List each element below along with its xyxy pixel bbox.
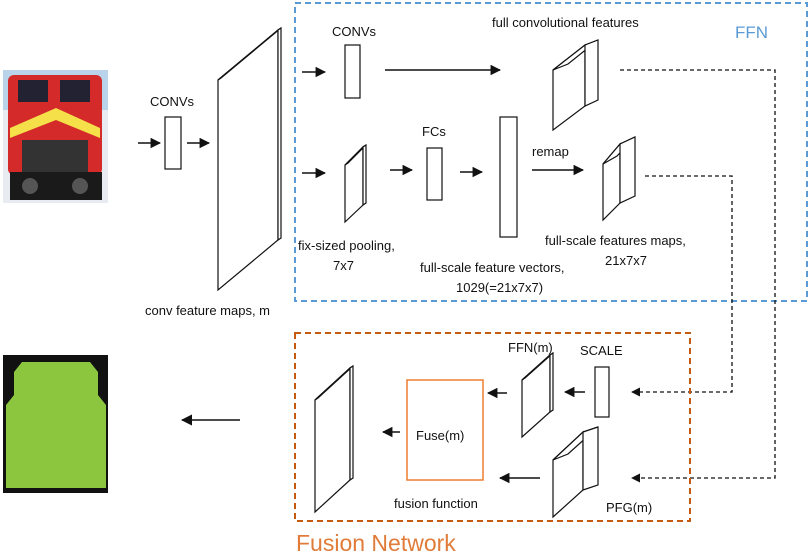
label-scale: SCALE: [580, 343, 623, 358]
dashed-link-maps-to-scale: [631, 175, 733, 397]
label-fix-sized-pooling-dims: 7x7: [333, 258, 354, 273]
label-fusion-function: fusion function: [394, 496, 478, 511]
label-full-scale-maps: full-scale features maps,: [545, 233, 686, 248]
dashed-link-conv-features-to-pfg: [620, 69, 776, 483]
ffn-region: [294, 2, 808, 302]
label-fcs: FCs: [422, 124, 446, 139]
output-image: [3, 355, 108, 493]
pfg-m-box: [552, 426, 599, 519]
fusion-network-region: [294, 332, 691, 522]
fuse-m-box: [406, 379, 484, 481]
label-convs-left: CONVs: [150, 94, 195, 109]
label-pfg-m: PFG(m): [606, 500, 652, 515]
fcs-block: [426, 147, 443, 201]
full-conv-features-box: [552, 39, 599, 132]
ffn-m-box: [521, 351, 554, 439]
scale-block: [594, 366, 610, 418]
label-fuse-m: Fuse(m): [416, 428, 464, 443]
full-scale-maps-box: [602, 136, 636, 222]
convs-left-block: [164, 116, 182, 170]
convs-top-block: [344, 44, 361, 99]
label-conv-feature-maps: conv feature maps, m: [145, 303, 270, 318]
label-fix-sized-pooling: fix-sized pooling,: [298, 238, 395, 253]
label-full-conv-features: full convolutional features: [492, 15, 639, 30]
label-full-scale-vectors-dims: 1029(=21x7x7): [456, 280, 543, 295]
fix-sized-pooling-box: [344, 143, 367, 224]
label-full-scale-vectors: full-scale feature vectors,: [420, 260, 565, 275]
label-remap: remap: [532, 144, 569, 159]
fused-output-box: [314, 364, 354, 514]
input-image: [3, 70, 108, 203]
full-scale-vectors-block: [499, 116, 518, 238]
conv-feature-maps-box: [217, 26, 282, 292]
fusion-network-title: Fusion Network: [296, 530, 456, 554]
label-ffn-m: FFN(m): [508, 340, 553, 355]
label-full-scale-maps-dims: 21x7x7: [605, 253, 647, 268]
ffn-title: FFN: [735, 23, 768, 42]
label-convs-top: CONVs: [332, 24, 377, 39]
